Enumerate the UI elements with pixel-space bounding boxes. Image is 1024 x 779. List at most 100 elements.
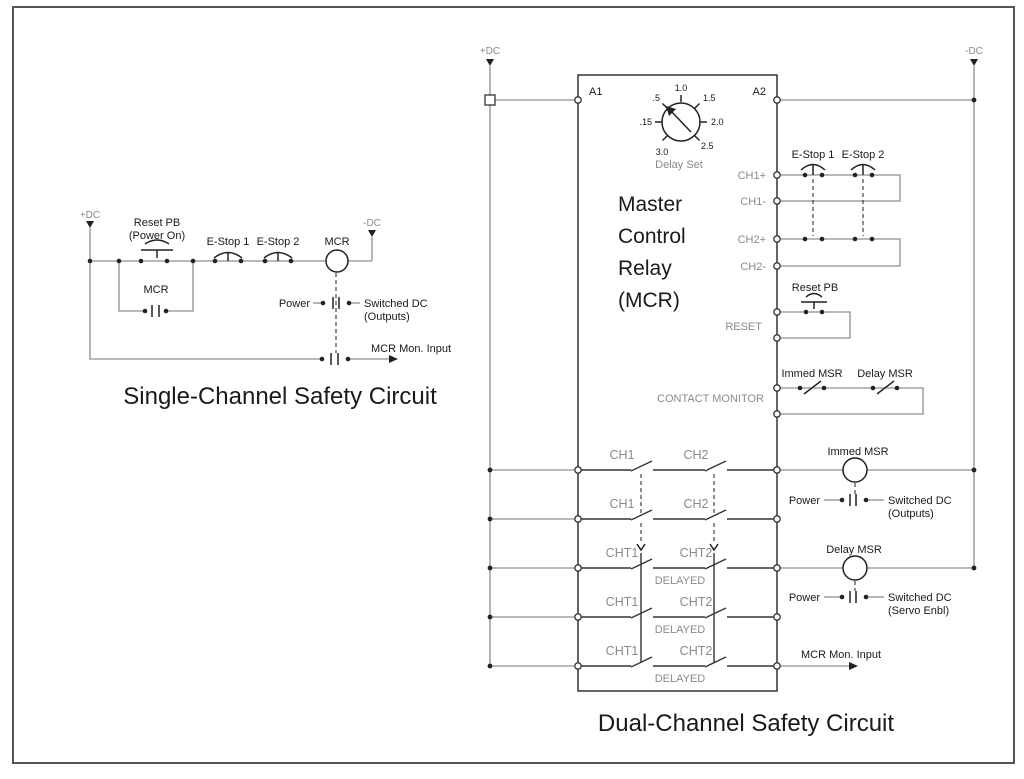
immed-msr-coil-icon: [842, 457, 868, 483]
ch1-minus-terminal-label: CH1-: [740, 196, 766, 208]
row4-delayed-label: DELAYED: [655, 624, 706, 636]
mcr-monitor-contact-icon: [330, 353, 339, 365]
dial-value-015: .15: [639, 117, 652, 127]
reset-terminal-label: RESET: [725, 321, 762, 333]
row5-right-label: CHT2: [680, 644, 713, 658]
relay-name-line3: Relay: [618, 257, 672, 280]
row2-left-label: CH1: [609, 497, 634, 511]
relay-name-line4: (MCR): [618, 289, 680, 312]
ch1-plus-terminal-label: CH1+: [738, 170, 766, 182]
contact-row-4: [581, 607, 774, 619]
mcr-mon-label: MCR Mon. Input: [371, 343, 451, 355]
delay-msr-coil-icon: [842, 555, 868, 581]
row4-right-label: CHT2: [680, 595, 713, 609]
immed-msr-coil-label: Immed MSR: [827, 446, 888, 458]
mcr-mon-label: MCR Mon. Input: [801, 649, 881, 661]
dual-wires: [489, 66, 975, 667]
delay-set-dial: .15 .5 1.0 1.5 2.0 2.5 3.0 Delay Set: [639, 83, 723, 171]
immed-msr-nc-label: Immed MSR: [781, 368, 842, 380]
contact-monitor-terminal-label: CONTACT MONITOR: [657, 393, 764, 405]
minus-dc-label: -DC: [363, 218, 381, 229]
single-circuit-title: Single-Channel Safety Circuit: [123, 383, 437, 410]
single-channel-circuit: +DC -DC Reset PB (Power On) MCR E-Stop 1…: [80, 210, 451, 410]
power1-label: Power: [789, 495, 821, 507]
delay-msr-nc-label: Delay MSR: [857, 368, 913, 380]
plus-dc-arrow-icon: [86, 221, 94, 228]
row1-right-label: CH2: [683, 448, 708, 462]
delay-set-label: Delay Set: [655, 159, 703, 171]
delay-msr-nc-contact-icon: [876, 380, 895, 395]
estop2-contact-icon: [263, 251, 293, 261]
switched-dc1-label-1: Switched DC: [888, 495, 952, 507]
row5-delayed-label: DELAYED: [655, 673, 706, 685]
power-output-contact1-icon: [849, 494, 857, 506]
contact-row-2: [581, 509, 774, 521]
dual-circuit-title: Dual-Channel Safety Circuit: [598, 710, 894, 737]
row3-left-label: CHT1: [606, 546, 639, 560]
supply-square-terminal-icon: [484, 94, 496, 106]
dual-channel-circuit: .15 .5 1.0 1.5 2.0 2.5 3.0 Delay Set Mas…: [480, 46, 983, 737]
mcr-mon-arrow-icon: [849, 662, 858, 670]
dial-value-25: 2.5: [701, 141, 714, 151]
switched-dc2-label-1: Switched DC: [888, 592, 952, 604]
dual-estop-contacts: [800, 163, 876, 236]
row3-delayed-label: DELAYED: [655, 575, 706, 587]
switched-dc2-label-2: (Servo Enbl): [888, 605, 949, 617]
mcr-seal-contact-icon: [151, 305, 160, 317]
dual-reset-pb-label: Reset PB: [792, 282, 838, 294]
contact-row-labels: CH1 CH2 CH1 CH2 CHT1 CHT2 DELAYED CHT1 C…: [606, 448, 713, 685]
minus-dc-arrow-icon: [368, 230, 376, 237]
dial-value-10: 1.0: [675, 83, 688, 93]
row5-left-label: CHT1: [606, 644, 639, 658]
terminal-circles: [574, 96, 781, 670]
estop1-contact-icon: [213, 251, 243, 261]
contact-row-3: [581, 558, 774, 570]
dial-value-15: 1.5: [703, 93, 716, 103]
mcr-enclosure-box: [577, 74, 778, 692]
mcr-coil-label: MCR: [324, 236, 349, 248]
single-junction-dots: [87, 258, 352, 362]
dial-pointer-icon: [670, 110, 692, 133]
row2-right-label: CH2: [683, 497, 708, 511]
power-label: Power: [279, 298, 311, 310]
switched-dc1-label-2: (Outputs): [888, 508, 934, 520]
plus-dc-label: +DC: [80, 210, 100, 221]
power-output-contact-icon: [332, 297, 340, 309]
dial-value-20: 2.0: [711, 117, 724, 127]
contact-row-5: [581, 656, 774, 668]
delay-msr-coil-label: Delay MSR: [826, 544, 882, 556]
dual-estop2-label: E-Stop 2: [842, 149, 885, 161]
relay-name-line1: Master: [618, 193, 682, 216]
immed-msr-nc-contact-icon: [803, 380, 822, 395]
a1-terminal-label: A1: [589, 86, 602, 98]
reset-pb-label-2: (Power On): [129, 230, 185, 242]
power2-label: Power: [789, 592, 821, 604]
mcr-mon-arrow-icon: [389, 355, 398, 363]
single-wires: [89, 228, 394, 360]
row4-left-label: CHT1: [606, 595, 639, 609]
dual-junction-dots: [487, 97, 977, 669]
a2-terminal-label: A2: [753, 86, 766, 98]
minus-dc-label: -DC: [965, 46, 983, 57]
estop2-label: E-Stop 2: [257, 236, 300, 248]
switched-dc-label-1: Switched DC: [364, 298, 428, 310]
power-output-contact2-icon: [849, 591, 857, 603]
ch2-minus-terminal-label: CH2-: [740, 261, 766, 273]
relay-name-line2: Control: [618, 225, 686, 248]
switched-dc-label-2: (Outputs): [364, 311, 410, 323]
page-border: [12, 6, 1015, 764]
relay-name: Master Control Relay (MCR): [618, 193, 686, 312]
contact-row-1: [581, 460, 774, 472]
dial-value-05: .5: [652, 93, 660, 103]
estop1-label: E-Stop 1: [207, 236, 250, 248]
row3-right-label: CHT2: [680, 546, 713, 560]
reset-pb-label-1: Reset PB: [134, 217, 180, 229]
mcr-coil-icon: [325, 249, 349, 273]
dial-pointer-head-icon: [666, 106, 676, 116]
minus-dc-arrow-icon: [970, 59, 978, 66]
reset-pb-contact-icon: [141, 239, 173, 258]
mcr-seal-label: MCR: [143, 284, 168, 296]
ch2-plus-terminal-label: CH2+: [738, 234, 766, 246]
